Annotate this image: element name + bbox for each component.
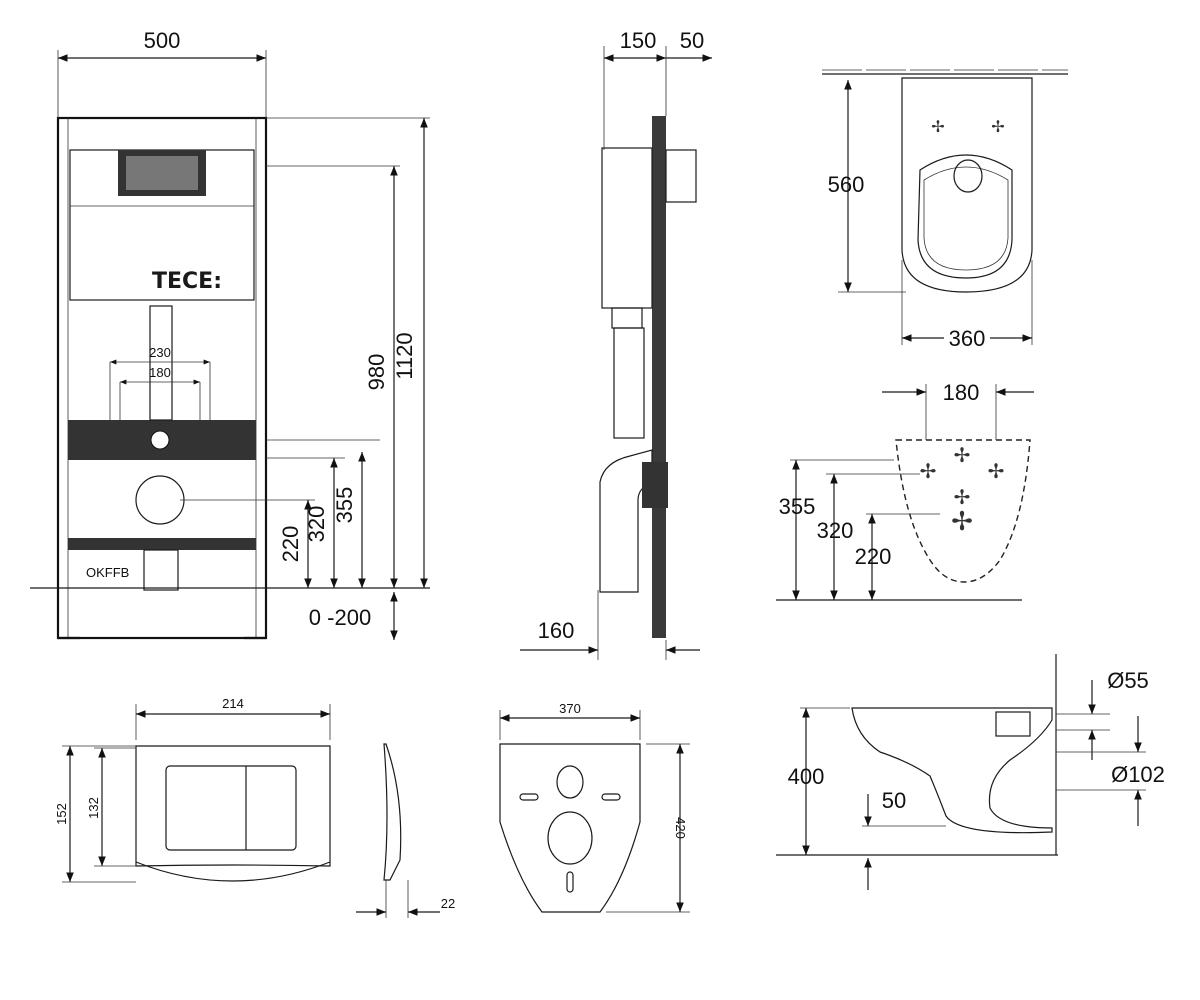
dim-mat-width: 370 [559, 701, 581, 716]
svg-text:✢: ✢ [951, 506, 973, 536]
dim-side-50: 50 [882, 788, 906, 813]
dim-plate-thickness: 22 [441, 896, 455, 911]
side-post [652, 116, 666, 638]
frame-side-view: 150 50 160 [520, 28, 712, 660]
dim-plate-width: 214 [222, 696, 244, 711]
dim-bowl-width: 360 [949, 326, 986, 351]
sound-mat-view: 370 420 [499, 701, 690, 913]
bowl-outline-rear [895, 439, 1031, 583]
flush-plate-profile [383, 743, 402, 881]
dim-outlet-diameter: Ø102 [1111, 762, 1165, 787]
brand-logo: TECE: [152, 269, 222, 294]
bowl-outline-side [851, 707, 1053, 834]
svg-text:✢: ✢ [991, 119, 1004, 136]
svg-text:OKFFB: OKFFB [86, 565, 129, 580]
dim-side-depth: 150 [620, 28, 657, 53]
flush-plate-view: 214 152 132 22 [54, 696, 455, 918]
dim-side-panel: 50 [680, 28, 704, 53]
bottom-rail [68, 538, 256, 550]
dim-rear-320: 320 [817, 518, 854, 543]
bowl-outline-top [901, 77, 1033, 293]
svg-text:✢: ✢ [920, 461, 937, 483]
dim-bolt-180: 180 [149, 365, 171, 380]
flush-plate-side [665, 149, 697, 203]
flush-buttons [165, 765, 297, 851]
dim-cistern-height: 980 [364, 354, 389, 391]
dim-bowl-length: 560 [828, 172, 865, 197]
svg-text:✢: ✢ [931, 119, 944, 136]
bowl-side-view: 400 50 Ø55 Ø102 [776, 654, 1165, 890]
drain-outlet [135, 475, 185, 525]
dim-bolt-230: 230 [149, 345, 171, 360]
dim-rear-bolt-spacing: 180 [943, 380, 980, 405]
dim-plate-height-outer: 152 [54, 803, 69, 825]
frame-outline [56, 116, 268, 640]
bowl-rear-view: ✢ ✢ ✢ ✢ ✢ 180 355 320 220 [776, 380, 1034, 601]
dim-rear-355: 355 [779, 494, 816, 519]
svg-text:✢: ✢ [954, 445, 971, 467]
sound-mat-outline [499, 743, 641, 913]
dim-355: 355 [332, 487, 357, 524]
dim-rear-220: 220 [855, 544, 892, 569]
dim-total-height: 1120 [392, 332, 417, 379]
svg-text:✢: ✢ [954, 487, 971, 509]
dim-floor-adjust: 0 -200 [309, 605, 371, 630]
frame-front-view: OKFFB TECE: 500 230 180 1120 980 355 320 [30, 28, 430, 640]
side-cistern [601, 147, 653, 309]
dim-side-offset: 160 [538, 618, 575, 643]
dim-220: 220 [278, 526, 303, 563]
dim-mat-height: 420 [673, 817, 688, 839]
dim-bowl-height: 400 [788, 764, 825, 789]
dim-inlet-diameter: Ø55 [1107, 668, 1149, 693]
flush-plate-outline [135, 745, 331, 867]
dim-plate-height-inner: 132 [86, 797, 101, 819]
svg-text:✢: ✢ [988, 461, 1005, 483]
bowl-top-view: ✢ ✢ 560 360 [822, 69, 1068, 351]
dim-frame-width: 500 [144, 28, 181, 53]
